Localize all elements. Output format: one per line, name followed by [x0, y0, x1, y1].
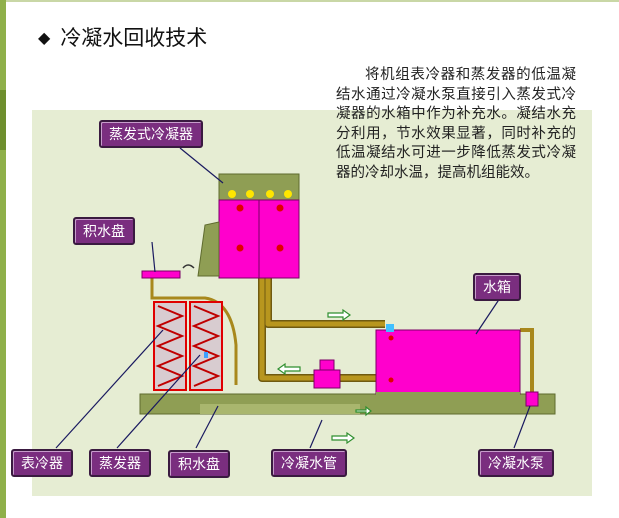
water-tank-unit: [375, 324, 521, 396]
label-condensate-pipe: 冷凝水管: [271, 449, 347, 477]
slide-title-text: 冷凝水回收技术: [60, 26, 208, 50]
leader-lines: [55, 147, 531, 449]
condensate-pump-unit: [525, 391, 539, 407]
circulation-pump: [313, 359, 341, 389]
drip-tray-top-shape: [141, 270, 181, 279]
left-accent-stripe: [0, 0, 6, 518]
label-water-tank: 水箱: [473, 273, 521, 301]
pump-return-pipe: [520, 328, 534, 394]
label-condensate-pump: 冷凝水泵: [478, 449, 554, 477]
label-surface-cooler: 表冷器: [11, 449, 73, 477]
diagram-panel: [32, 110, 592, 496]
slide-title: ◆ 冷凝水回收技术: [38, 22, 207, 52]
left-accent-stripe-dark: [0, 90, 6, 150]
top-rule: [0, 0, 619, 2]
drip-tray-top-spout: [182, 264, 195, 269]
drip-tray-drain-pipe: [150, 278, 238, 385]
label-drip-tray-bottom: 积水盘: [168, 450, 230, 478]
label-evaporator: 蒸发器: [89, 449, 151, 477]
label-evaporative-condenser: 蒸发式冷凝器: [99, 120, 203, 148]
diamond-bullet-icon: ◆: [38, 27, 51, 47]
surface-cooler-unit: [153, 301, 187, 391]
evaporative-condenser-unit: [197, 173, 300, 279]
evaporator-unit: [189, 301, 223, 391]
description-text: 将机组表冷器和蒸发器的低温凝结水通过冷凝水泵直接引入蒸发式冷凝器的水箱中作为补充…: [336, 67, 576, 181]
label-drip-tray-top: 积水盘: [73, 217, 135, 245]
flow-arrows: [276, 308, 372, 445]
drip-tray-bottom-shape: [200, 404, 360, 414]
